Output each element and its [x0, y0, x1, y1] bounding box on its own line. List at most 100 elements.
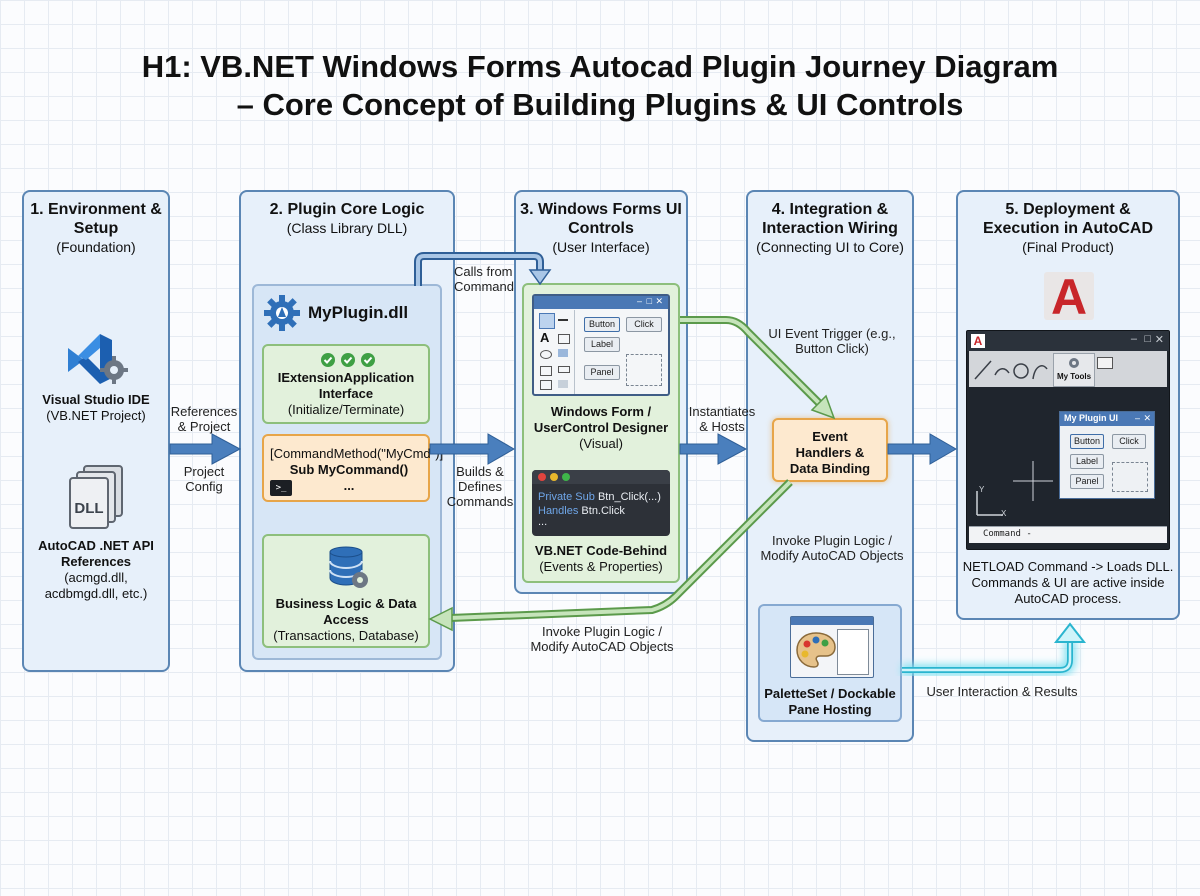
col1-subheading: (Foundation)	[56, 239, 136, 255]
command-line-text: Command -	[983, 529, 1032, 539]
code-keyword-handles: Handles	[538, 505, 579, 517]
command-dots: ...	[343, 478, 355, 493]
command-attribute: [CommandMethod("MyCmd")]	[270, 446, 444, 461]
designer-title: Windows Form / UserControl Designer	[533, 404, 669, 435]
dll-icon-label: DLL	[74, 500, 104, 517]
designer-button-control: Button	[584, 317, 620, 332]
listbox-tool-icon	[540, 366, 552, 376]
code-method-name: Btn_Click(...)	[597, 491, 661, 503]
autocad-logo-icon: A	[1044, 272, 1094, 320]
designer-subtitle: (Visual)	[579, 436, 623, 451]
col1-heading: 1. Environment & Setup	[30, 201, 162, 237]
panel-tool-icon	[540, 380, 552, 390]
checkbox-tool-icon	[558, 334, 570, 344]
api-references-title: AutoCAD .NET API References	[38, 538, 154, 569]
label-tool-icon: A	[540, 330, 550, 345]
image-tool-icon	[558, 380, 568, 388]
form-designer-window: – □ ✕ A Button Click Label Panel	[532, 294, 670, 396]
code-event-name: Btn.Click	[581, 505, 625, 517]
plugin-dialog: My Plugin UI – ✕ Button Click Label Pane…	[1059, 411, 1155, 499]
autocad-ribbon: My Tools	[969, 351, 1167, 387]
deployment-description: NETLOAD Command -> Loads DLL. Commands &…	[962, 559, 1174, 606]
ucs-x-label: X	[1001, 509, 1007, 518]
ribbon-folder-icon	[1097, 357, 1113, 369]
command-line-bar[interactable]: Command -	[969, 526, 1167, 543]
myplugin-dll-name: MyPlugin.dll	[308, 303, 409, 322]
code-line-1: Private Sub Btn_Click(...)	[538, 490, 661, 504]
iextension-title: IExtensionApplication Interface	[277, 370, 415, 401]
label-calls-from-command: Calls from Command	[454, 264, 514, 294]
check-icons	[321, 353, 375, 367]
maximize-icon: □	[646, 296, 652, 306]
ucs-y-label: Y	[979, 485, 985, 494]
autocad-logo-letter: A	[1050, 272, 1088, 320]
autocad-maximize-icon: □	[1144, 333, 1151, 345]
vs-ide-subtitle: (VB.NET Project)	[46, 408, 146, 423]
mytools-gear-icon	[1069, 358, 1079, 368]
dll-file-icon	[69, 465, 123, 529]
plugin-gear-icon	[264, 295, 300, 331]
pointer-tool-icon	[539, 313, 555, 329]
close-icon: ✕	[655, 296, 663, 306]
vs-ide-title: Visual Studio IDE	[42, 392, 150, 407]
dialog-click-control: Click	[1112, 434, 1146, 449]
dialog-label-control: Label	[1070, 454, 1104, 469]
arrow-col4-to-col5	[887, 433, 958, 465]
col5-subheading: (Final Product)	[1022, 239, 1114, 255]
label-user-interaction: User Interaction & Results	[926, 684, 1078, 699]
iextension-box: IExtensionApplication Interface (Initial…	[262, 344, 430, 424]
arrow-col3-to-col4	[679, 433, 748, 465]
palette-dock-pane	[837, 629, 869, 675]
designer-panel-control: Panel	[584, 365, 620, 380]
autocad-close-icon: ✕	[1154, 334, 1164, 346]
label-project-config: Project Config	[183, 464, 225, 494]
api-references-list: (acmgd.dll, acdbmgd.dll, etc.)	[44, 570, 148, 601]
arrow-user-interaction	[902, 640, 1076, 676]
progress-tool-icon	[558, 366, 570, 373]
palette-titlebar	[791, 617, 873, 625]
visual-studio-icon	[68, 334, 128, 384]
col5-heading: 5. Deployment & Execution in AutoCAD	[982, 201, 1154, 237]
designer-label-control: Label	[584, 337, 620, 352]
business-logic-subtitle: (Transactions, Database)	[273, 628, 419, 643]
textbox-tool-icon	[558, 319, 568, 321]
plugin-dialog-titlebar: My Plugin UI – ✕	[1060, 412, 1154, 426]
label-invoke-lower: Invoke Plugin Logic / Modify AutoCAD Obj…	[530, 624, 674, 654]
database-icon	[329, 546, 368, 588]
close-dot-icon	[538, 473, 546, 481]
dialog-button-control: Button	[1070, 434, 1104, 449]
diagram-title: H1: VB.NET Windows Forms Autocad Plugin …	[0, 48, 1200, 124]
arrow-col1-to-col2	[169, 433, 242, 465]
cursor-crosshair-icon	[1013, 461, 1053, 501]
label-builds-defines: Builds & Defines Commands	[446, 464, 514, 509]
designer-panel-outline	[626, 354, 662, 386]
maximize-dot-icon	[562, 473, 570, 481]
col2-subheading: (Class Library DLL)	[286, 220, 408, 236]
dialog-panel-outline	[1112, 462, 1148, 492]
col4-heading: 4. Integration & Interaction Wiring	[762, 201, 898, 237]
dialog-minimize-icon: –	[1134, 413, 1140, 423]
code-line-2: Handles Btn.Click	[538, 504, 625, 518]
arrow-col2-to-col3	[429, 433, 516, 465]
col2-heading: 2. Plugin Core Logic	[269, 201, 425, 218]
plugin-dialog-title: My Plugin UI	[1064, 413, 1118, 423]
ribbon-draw-tools-icons	[974, 360, 1048, 380]
col4-subheading: (Connecting UI to Core)	[756, 239, 904, 255]
col3-subheading: (User Interface)	[552, 239, 650, 255]
ucs-axis-icon	[976, 491, 1003, 516]
paletteset-box: PaletteSet / Dockable Pane Hosting	[758, 604, 902, 722]
designer-titlebar: – □ ✕	[534, 296, 668, 309]
label-instantiates-hosts: Instantiates & Hosts	[688, 404, 756, 434]
event-handlers-label: Event Handlers & Data Binding	[789, 429, 871, 476]
title-line-2: – Core Concept of Building Plugins & UI …	[236, 87, 964, 122]
autocad-titlebar: A – □ ✕	[967, 331, 1169, 351]
autocad-app-icon: A	[971, 334, 985, 348]
code-behind-subtitle: (Events & Properties)	[539, 559, 663, 574]
minimize-icon: –	[636, 296, 642, 306]
dialog-panel-control: Panel	[1070, 474, 1104, 489]
business-logic-title: Business Logic & Data Access	[275, 596, 417, 627]
code-line-3: ...	[538, 516, 548, 528]
dialog-close-icon: ✕	[1143, 413, 1151, 423]
command-method-box: [CommandMethod("MyCmd")] Sub MyCommand()…	[262, 434, 444, 502]
